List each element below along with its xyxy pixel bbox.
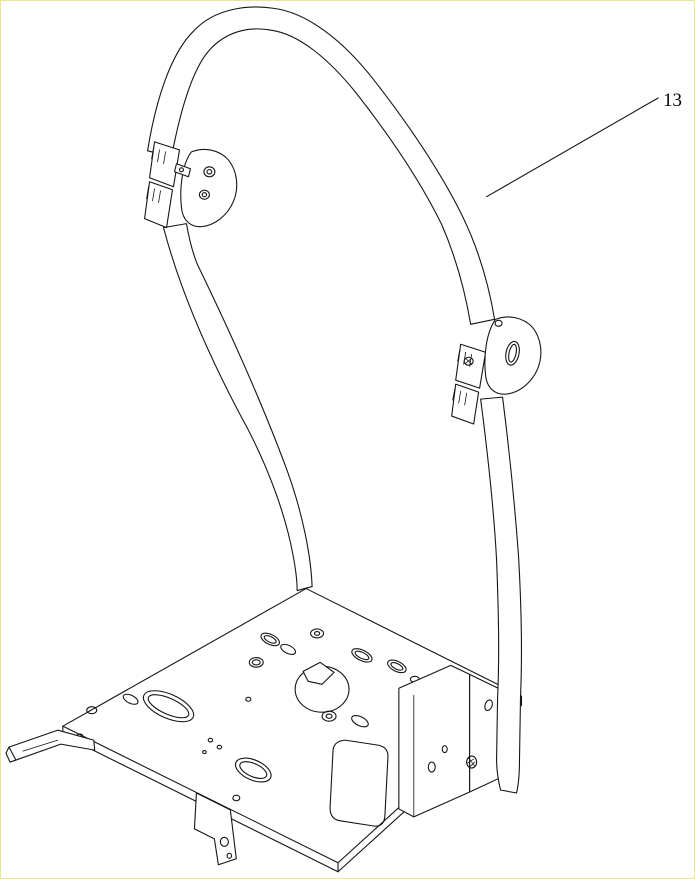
hinge-slot — [505, 340, 520, 366]
rect-cutout — [329, 739, 389, 827]
hand-hole-left — [142, 690, 195, 723]
roll-bar-left-leg — [162, 223, 313, 592]
upright-mount-bracket — [398, 664, 514, 818]
bolt-hatched — [466, 755, 478, 769]
roll-bar-right-leg — [480, 396, 523, 794]
right-hinge-bracket — [451, 316, 542, 425]
hinge-bolt-hatched — [463, 356, 474, 366]
callout-leader-line — [486, 97, 659, 198]
callout-label: 13 — [663, 90, 682, 111]
hinge-bolt-lower — [198, 189, 210, 200]
bottom-tab-bracket — [193, 792, 237, 866]
center-hole — [294, 661, 350, 713]
left-arm-bracket — [5, 729, 96, 763]
plate-holes — [76, 628, 434, 827]
roll-bar-hoop — [147, 6, 496, 325]
left-hinge-bracket — [144, 141, 238, 229]
callout-13: 13 — [486, 90, 682, 198]
hinge-bolt-upper — [203, 166, 216, 178]
oval-cutout-lower-left — [234, 757, 272, 783]
